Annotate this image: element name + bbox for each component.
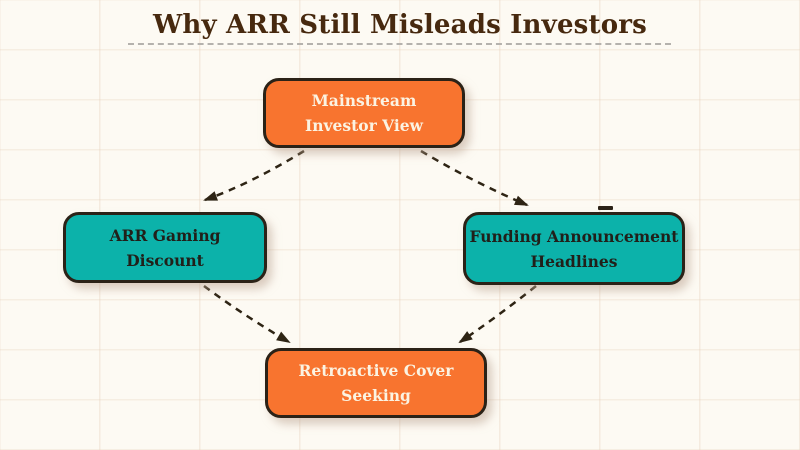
- edge-funding-headlines-to-retroactive: [458, 285, 537, 344]
- node-funding-announcement-headlines[interactable]: Funding Announcement Headlines: [463, 212, 685, 285]
- hand-drawn-notch-decoration: [598, 206, 613, 210]
- edge-arr-gaming-to-retroactive: [203, 284, 291, 344]
- node-label: Mainstream Investor View: [304, 91, 424, 135]
- node-label: Retroactive Cover Seeking: [298, 361, 454, 405]
- node-label: Funding Announcement Headlines: [469, 226, 679, 271]
- node-retroactive-cover-seeking[interactable]: Retroactive Cover Seeking: [265, 348, 487, 418]
- diagram-title: Why ARR Still Misleads Investors: [152, 10, 648, 40]
- node-label: ARR Gaming Discount: [109, 225, 221, 270]
- edge-mainstream-to-funding-headlines: [420, 149, 529, 207]
- node-mainstream-investor-view[interactable]: Mainstream Investor View: [263, 78, 465, 148]
- node-arr-gaming-discount[interactable]: ARR Gaming Discount: [63, 212, 267, 283]
- edge-mainstream-to-arr-gaming: [203, 149, 305, 202]
- title-divider: [128, 43, 671, 45]
